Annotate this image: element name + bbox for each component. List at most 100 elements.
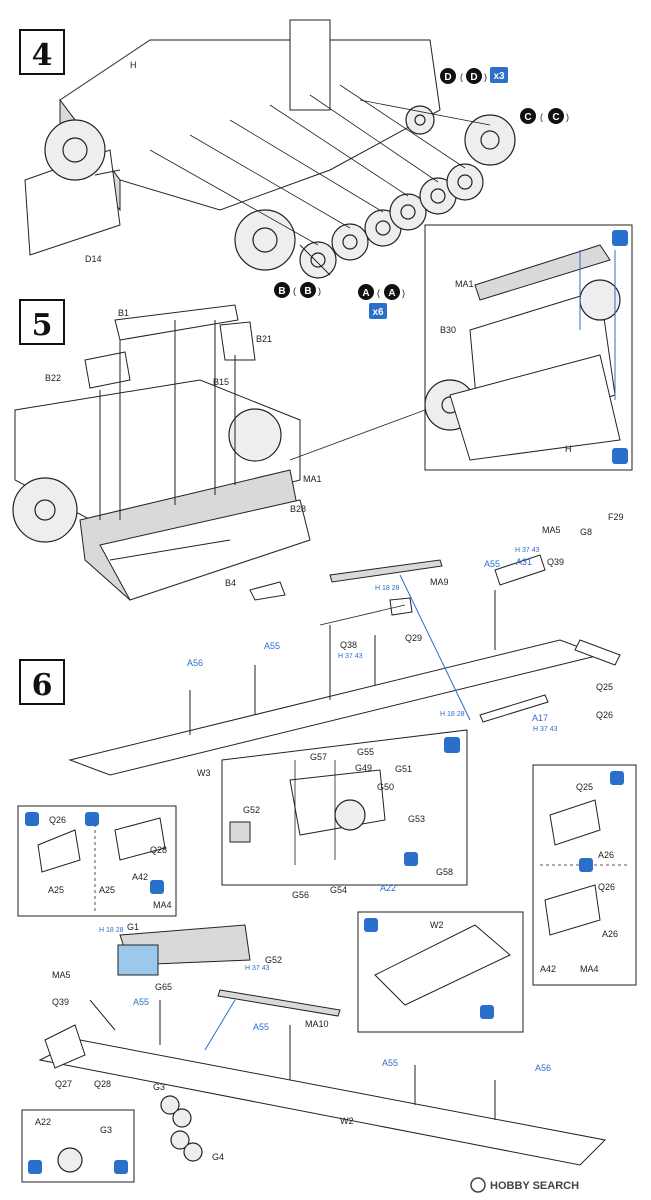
ref-h1828-c: H 37 43	[245, 965, 270, 972]
step-6-box	[19, 659, 65, 705]
label-a31: A31	[516, 557, 532, 567]
step-4-section: 4	[19, 19, 569, 319]
label-q25-right: Q25	[576, 782, 593, 792]
step-6-section: 6 F29 G8 MA5 Q39 MA9 Q38 Q29 Q25 Q26 W3 …	[17, 512, 637, 1183]
label-g52-a: G52	[243, 805, 260, 815]
callout-a-paren	[384, 284, 400, 300]
label-q39: Q39	[547, 557, 564, 567]
part-q28-left	[114, 817, 166, 861]
callout-d-paren-text: D	[470, 72, 477, 83]
label-g57: G57	[310, 752, 327, 762]
label-a56-left: A56	[187, 658, 203, 668]
callout-d	[440, 68, 456, 84]
callout-d-paren	[466, 68, 482, 84]
ref-h1828-b: H 18 28	[440, 711, 465, 718]
callout-c-paren	[548, 108, 564, 124]
callout-b-paren-text: B	[304, 286, 311, 297]
label-g1: G1	[127, 922, 139, 932]
label-d14: D14	[85, 254, 102, 264]
paint-icon-q26-right	[579, 858, 593, 872]
ref-h3743-a: H 37 43	[338, 653, 363, 660]
brush-icon-q25	[610, 771, 624, 785]
paren-open-b: (	[293, 286, 296, 296]
paren-close-a: )	[402, 288, 405, 298]
label-q25: Q25	[596, 682, 613, 692]
label-b21: B21	[256, 334, 272, 344]
paint-icon-g58	[404, 852, 418, 866]
part-q25-bracket	[574, 639, 621, 666]
label-f29: F29	[608, 512, 624, 522]
brush-icon-g	[444, 737, 460, 753]
part-q25-right	[549, 799, 601, 846]
label-ma5-lower: MA5	[52, 970, 71, 980]
qty-x3: x3	[493, 71, 505, 82]
ref-h3743-b: H 37 43	[533, 726, 558, 733]
part-q27	[44, 1024, 86, 1069]
label-q26-right: Q26	[598, 882, 615, 892]
label-b22: B22	[45, 373, 61, 383]
label-a55-top: A55	[484, 559, 500, 569]
label-g58: G58	[436, 867, 453, 877]
callout-c-text: C	[524, 112, 531, 123]
label-a25-b: A25	[99, 885, 115, 895]
qty-x6-badge	[369, 303, 387, 319]
label-g4: G4	[212, 1152, 224, 1162]
label-q26-left: Q26	[49, 815, 66, 825]
label-ma10: MA10	[305, 1019, 329, 1029]
parts-icon	[28, 1160, 42, 1174]
label-g8: G8	[580, 527, 592, 537]
paren-close-c: )	[566, 112, 569, 122]
label-q28-left: Q28	[150, 845, 167, 855]
label-b1: B1	[118, 308, 129, 318]
part-w2-inset	[374, 924, 511, 1006]
label-g49: G49	[355, 763, 372, 773]
step-4-number: 4	[32, 38, 53, 73]
part-b22	[84, 351, 131, 389]
brush-icon-w2	[364, 918, 378, 932]
label-w3: W3	[197, 768, 211, 778]
label-q29: Q29	[405, 633, 422, 643]
ref-h3743-c: H 37 43	[515, 547, 540, 554]
label-a22-g: A22	[380, 883, 396, 893]
callout-b	[274, 282, 290, 298]
label-w2: W2	[340, 1116, 354, 1126]
label-q27: Q27	[55, 1079, 72, 1089]
callout-a-text: A	[362, 288, 369, 299]
part-a31	[494, 554, 546, 586]
ref-h1828-a: H 18 28	[375, 585, 400, 592]
label-g51: G51	[395, 764, 412, 774]
callout-c	[520, 108, 536, 124]
label-g50: G50	[377, 782, 394, 792]
ref-h3743-d: H 18 28	[99, 927, 124, 934]
label-g52-b: G52	[265, 955, 282, 965]
part-ma9	[329, 559, 443, 583]
label-b15: B15	[213, 377, 229, 387]
qty-x6: x6	[372, 307, 384, 318]
part-b21	[219, 321, 256, 361]
label-ma4-right: MA4	[580, 964, 599, 974]
hull-side-drawing	[24, 19, 516, 279]
label-a55-lower-c: A55	[382, 1058, 398, 1068]
label-q26: Q26	[596, 710, 613, 720]
paint-drop-icon	[612, 230, 628, 246]
part-q26-right	[544, 884, 601, 936]
qty-x3-badge	[490, 67, 508, 83]
label-a56-lower: A56	[535, 1063, 551, 1073]
brush-icon-q26	[25, 812, 39, 826]
callout-a-paren-text: A	[388, 288, 395, 299]
part-g1-box	[117, 944, 159, 976]
paren-close-d: )	[484, 72, 487, 82]
paint-brush-icon	[612, 448, 628, 464]
inset-label-ma1: MA1	[455, 279, 474, 289]
logo-text: HOBBY SEARCH	[490, 1180, 579, 1192]
inset-label-b30: B30	[440, 325, 456, 335]
label-g65: G65	[155, 982, 172, 992]
q25-detail-box	[532, 764, 637, 986]
label-b28: B28	[290, 504, 306, 514]
step-4-box	[19, 29, 65, 75]
label-a55-mid: A55	[264, 641, 280, 651]
callout-c-paren-text: C	[552, 112, 559, 123]
label-a17: A17	[532, 713, 548, 723]
label-ma1: MA1	[303, 474, 322, 484]
